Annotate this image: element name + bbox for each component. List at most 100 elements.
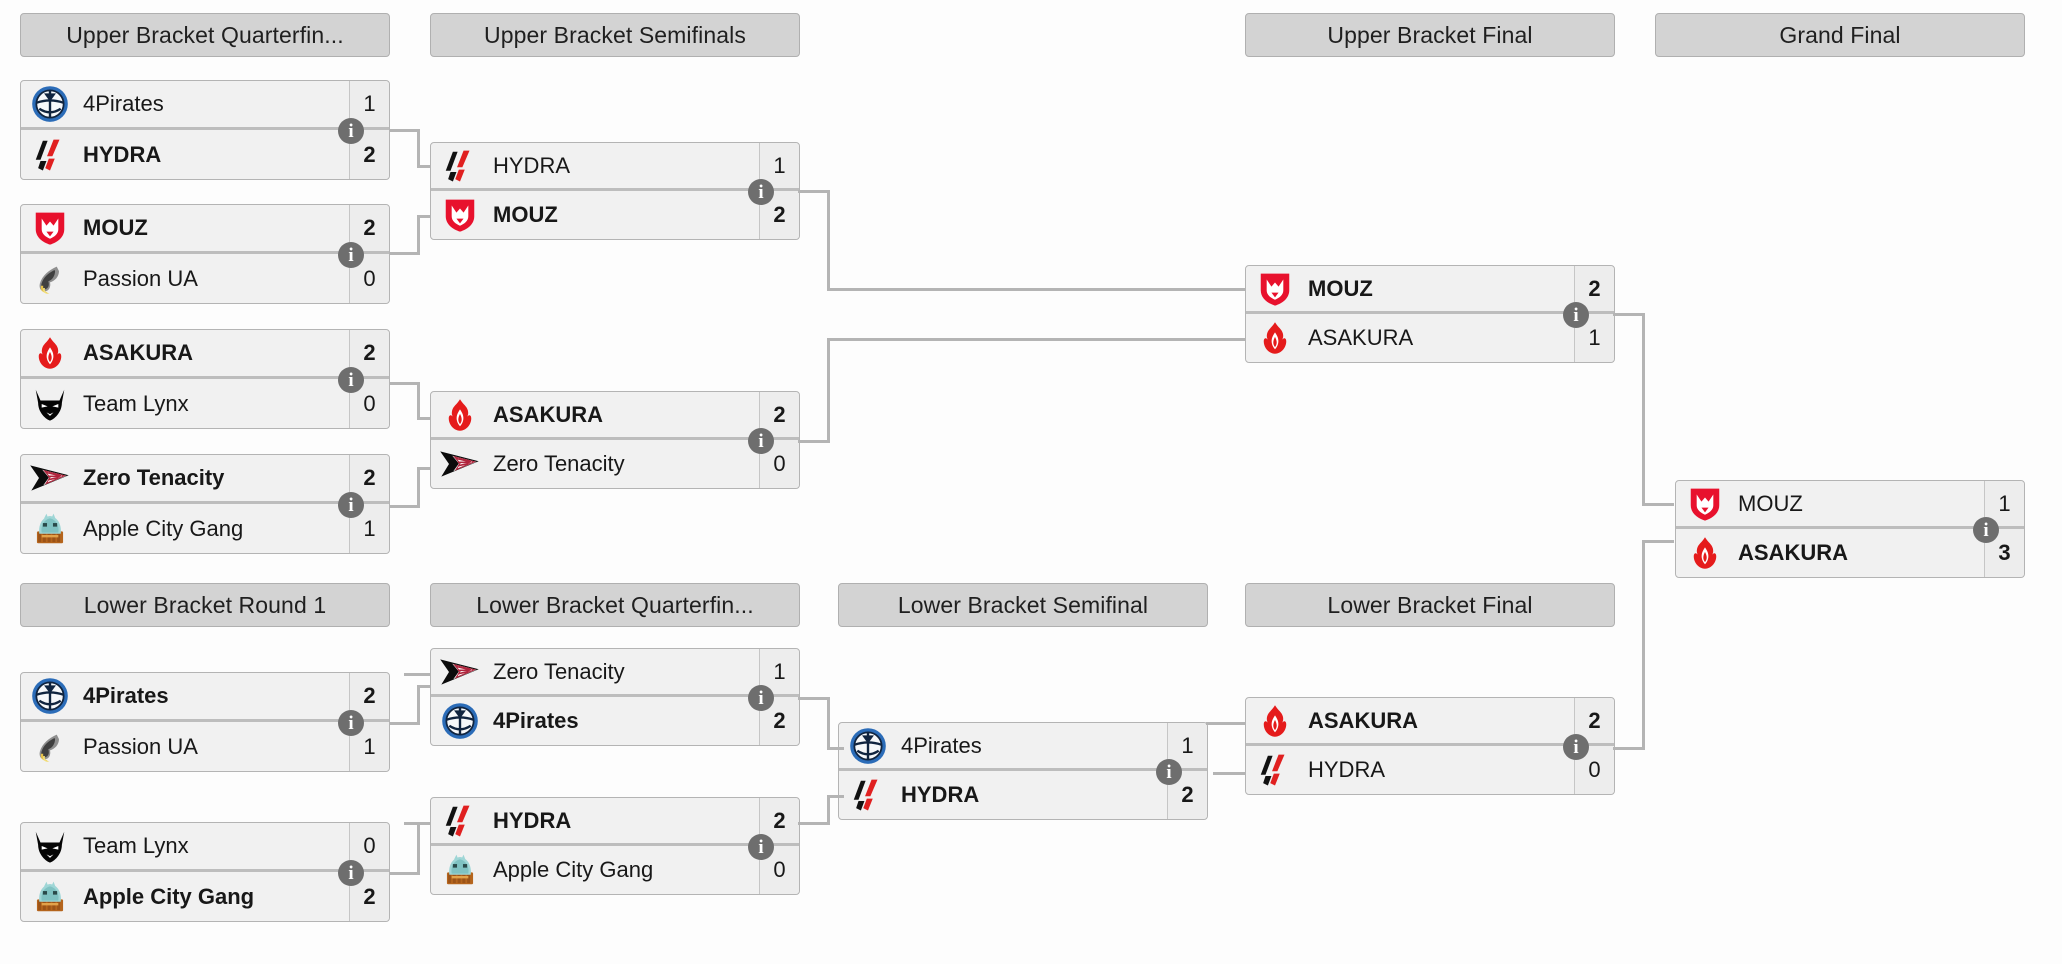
connector xyxy=(417,417,431,420)
match-ubqf3[interactable]: ASAKURA 2 Team Lynx 0 i xyxy=(20,329,390,429)
hydra-logo-icon xyxy=(437,798,483,843)
team-row[interactable]: Apple City Gang 2 xyxy=(21,872,389,921)
match-info-icon[interactable]: i xyxy=(748,428,774,454)
match-info-icon[interactable]: i xyxy=(1973,517,1999,543)
connector xyxy=(1642,503,1674,506)
team-row[interactable]: MOUZ 2 xyxy=(1246,266,1614,314)
team-row[interactable]: 4Pirates 2 xyxy=(21,673,389,722)
match-info-icon[interactable]: i xyxy=(748,685,774,711)
team-name: Passion UA xyxy=(83,265,198,291)
team-name: Zero Tenacity xyxy=(83,465,225,490)
lynx-logo-icon xyxy=(27,379,73,428)
team-row[interactable]: 4Pirates 2 xyxy=(431,697,799,745)
connector xyxy=(417,822,420,875)
match-lbf1[interactable]: ASAKURA 2 HYDRA 0 i xyxy=(1245,697,1615,795)
round-header-upper-bracket-semifinals[interactable]: Upper Bracket Semifinals xyxy=(430,13,800,57)
team-name: 4Pirates xyxy=(83,683,169,708)
team-row[interactable]: Zero Tenacity 2 xyxy=(21,455,389,504)
team-row[interactable]: Team Lynx 0 xyxy=(21,823,389,872)
match-ubqf4[interactable]: Zero Tenacity 2 Apple City Gang 1 xyxy=(20,454,390,554)
match-ubsf1[interactable]: HYDRA 1 MOUZ 2 i xyxy=(430,142,800,240)
round-header-lower-bracket-final[interactable]: Lower Bracket Final xyxy=(1245,583,1615,627)
round-header-lower-bracket-quarterfinals[interactable]: Lower Bracket Quarterfin... xyxy=(430,583,800,627)
round-header-label: Upper Bracket Semifinals xyxy=(484,21,746,48)
team-row[interactable]: 4Pirates 1 xyxy=(21,81,389,130)
match-info-icon[interactable]: i xyxy=(338,242,364,268)
connector xyxy=(417,685,420,725)
applecitygang-logo-icon xyxy=(437,846,483,894)
connector xyxy=(1613,747,1645,750)
team-row[interactable]: Team Lynx 0 xyxy=(21,379,389,428)
hydra-logo-icon xyxy=(27,130,73,179)
team-row[interactable]: Apple City Gang 0 xyxy=(431,846,799,894)
match-lbr1a[interactable]: 4Pirates 2 Passion UA 1 i xyxy=(20,672,390,772)
connector xyxy=(417,165,431,168)
team-row[interactable]: HYDRA 0 xyxy=(1246,746,1614,794)
passionua-logo-icon xyxy=(27,722,73,771)
match-ubf1[interactable]: MOUZ 2 ASAKURA 1 i xyxy=(1245,265,1615,363)
connector xyxy=(404,673,431,676)
team-row[interactable]: ASAKURA 1 xyxy=(1246,314,1614,362)
connector xyxy=(827,190,830,290)
4pirates-logo-icon xyxy=(845,723,891,768)
round-header-upper-bracket-quarterfinals[interactable]: Upper Bracket Quarterfin... xyxy=(20,13,390,57)
round-header-upper-bracket-final[interactable]: Upper Bracket Final xyxy=(1245,13,1615,57)
asakura-logo-icon xyxy=(1682,529,1728,577)
connector xyxy=(417,685,431,688)
team-score: 1 xyxy=(1984,481,2024,526)
team-name: Passion UA xyxy=(83,733,198,759)
team-name: ASAKURA xyxy=(1308,707,1418,733)
team-name: MOUZ xyxy=(83,215,148,240)
team-row[interactable]: Apple City Gang 1 xyxy=(21,504,389,553)
match-info-icon[interactable]: i xyxy=(338,492,364,518)
team-row[interactable]: ASAKURA 3 xyxy=(1676,529,2024,577)
match-ubqf1[interactable]: 4Pirates 1 HYDRA 2 i xyxy=(20,80,390,180)
team-name: 4Pirates xyxy=(901,732,982,758)
team-row[interactable]: HYDRA 2 xyxy=(839,771,1207,819)
match-info-icon[interactable]: i xyxy=(1156,759,1182,785)
asakura-logo-icon xyxy=(437,392,483,437)
round-header-grand-final[interactable]: Grand Final xyxy=(1655,13,2025,57)
passionua-logo-icon xyxy=(27,254,73,303)
match-lbqf2[interactable]: HYDRA 2 Apple City Gang 0 i xyxy=(430,797,800,895)
team-row[interactable]: HYDRA 2 xyxy=(21,130,389,179)
match-ubqf2[interactable]: MOUZ 2 Passion UA 0 i xyxy=(20,204,390,304)
match-info-icon[interactable]: i xyxy=(1563,302,1589,328)
match-lbsf1[interactable]: 4Pirates 1 HYDRA 2 i xyxy=(838,722,1208,820)
team-row[interactable]: HYDRA 2 xyxy=(431,798,799,846)
match-info-icon[interactable]: i xyxy=(338,860,364,886)
match-info-icon[interactable]: i xyxy=(748,834,774,860)
team-row[interactable]: Zero Tenacity 0 xyxy=(431,440,799,488)
team-row[interactable]: Passion UA 0 xyxy=(21,254,389,303)
match-lbr1b[interactable]: Team Lynx 0 Apple City Gang 2 i xyxy=(20,822,390,922)
team-name: Team Lynx xyxy=(83,833,189,858)
match-info-icon[interactable]: i xyxy=(338,367,364,393)
team-row[interactable]: Zero Tenacity 1 xyxy=(431,649,799,697)
team-row[interactable]: HYDRA 1 xyxy=(431,143,799,191)
round-header-label: Upper Bracket Final xyxy=(1327,21,1533,48)
match-ubsf2[interactable]: ASAKURA 2 Zero Tenacity 0 i xyxy=(430,391,800,489)
team-row[interactable]: Passion UA 1 xyxy=(21,722,389,771)
team-row[interactable]: 4Pirates 1 xyxy=(839,723,1207,771)
team-name: Team Lynx xyxy=(83,390,189,416)
team-row[interactable]: ASAKURA 2 xyxy=(1246,698,1614,746)
team-row[interactable]: ASAKURA 2 xyxy=(431,392,799,440)
match-info-icon[interactable]: i xyxy=(338,710,364,736)
connector xyxy=(389,382,420,385)
match-lbqf1[interactable]: Zero Tenacity 1 4Pirates 2 i xyxy=(430,648,800,746)
connector xyxy=(827,795,844,798)
team-row[interactable]: ASAKURA 2 xyxy=(21,330,389,379)
match-info-icon[interactable]: i xyxy=(748,179,774,205)
team-name: HYDRA xyxy=(493,807,572,833)
match-info-icon[interactable]: i xyxy=(1563,734,1589,760)
team-row[interactable]: MOUZ 2 xyxy=(431,191,799,239)
match-info-icon[interactable]: i xyxy=(338,118,364,144)
hydra-logo-icon xyxy=(845,771,891,819)
team-name: Apple City Gang xyxy=(493,857,654,882)
connector xyxy=(417,467,431,470)
team-row[interactable]: MOUZ 2 xyxy=(21,205,389,254)
match-grand-final[interactable]: MOUZ 1 ASAKURA 3 i xyxy=(1675,480,2025,578)
round-header-lower-bracket-semifinal[interactable]: Lower Bracket Semifinal xyxy=(838,583,1208,627)
team-row[interactable]: MOUZ 1 xyxy=(1676,481,2024,529)
round-header-lower-bracket-round-1[interactable]: Lower Bracket Round 1 xyxy=(20,583,390,627)
